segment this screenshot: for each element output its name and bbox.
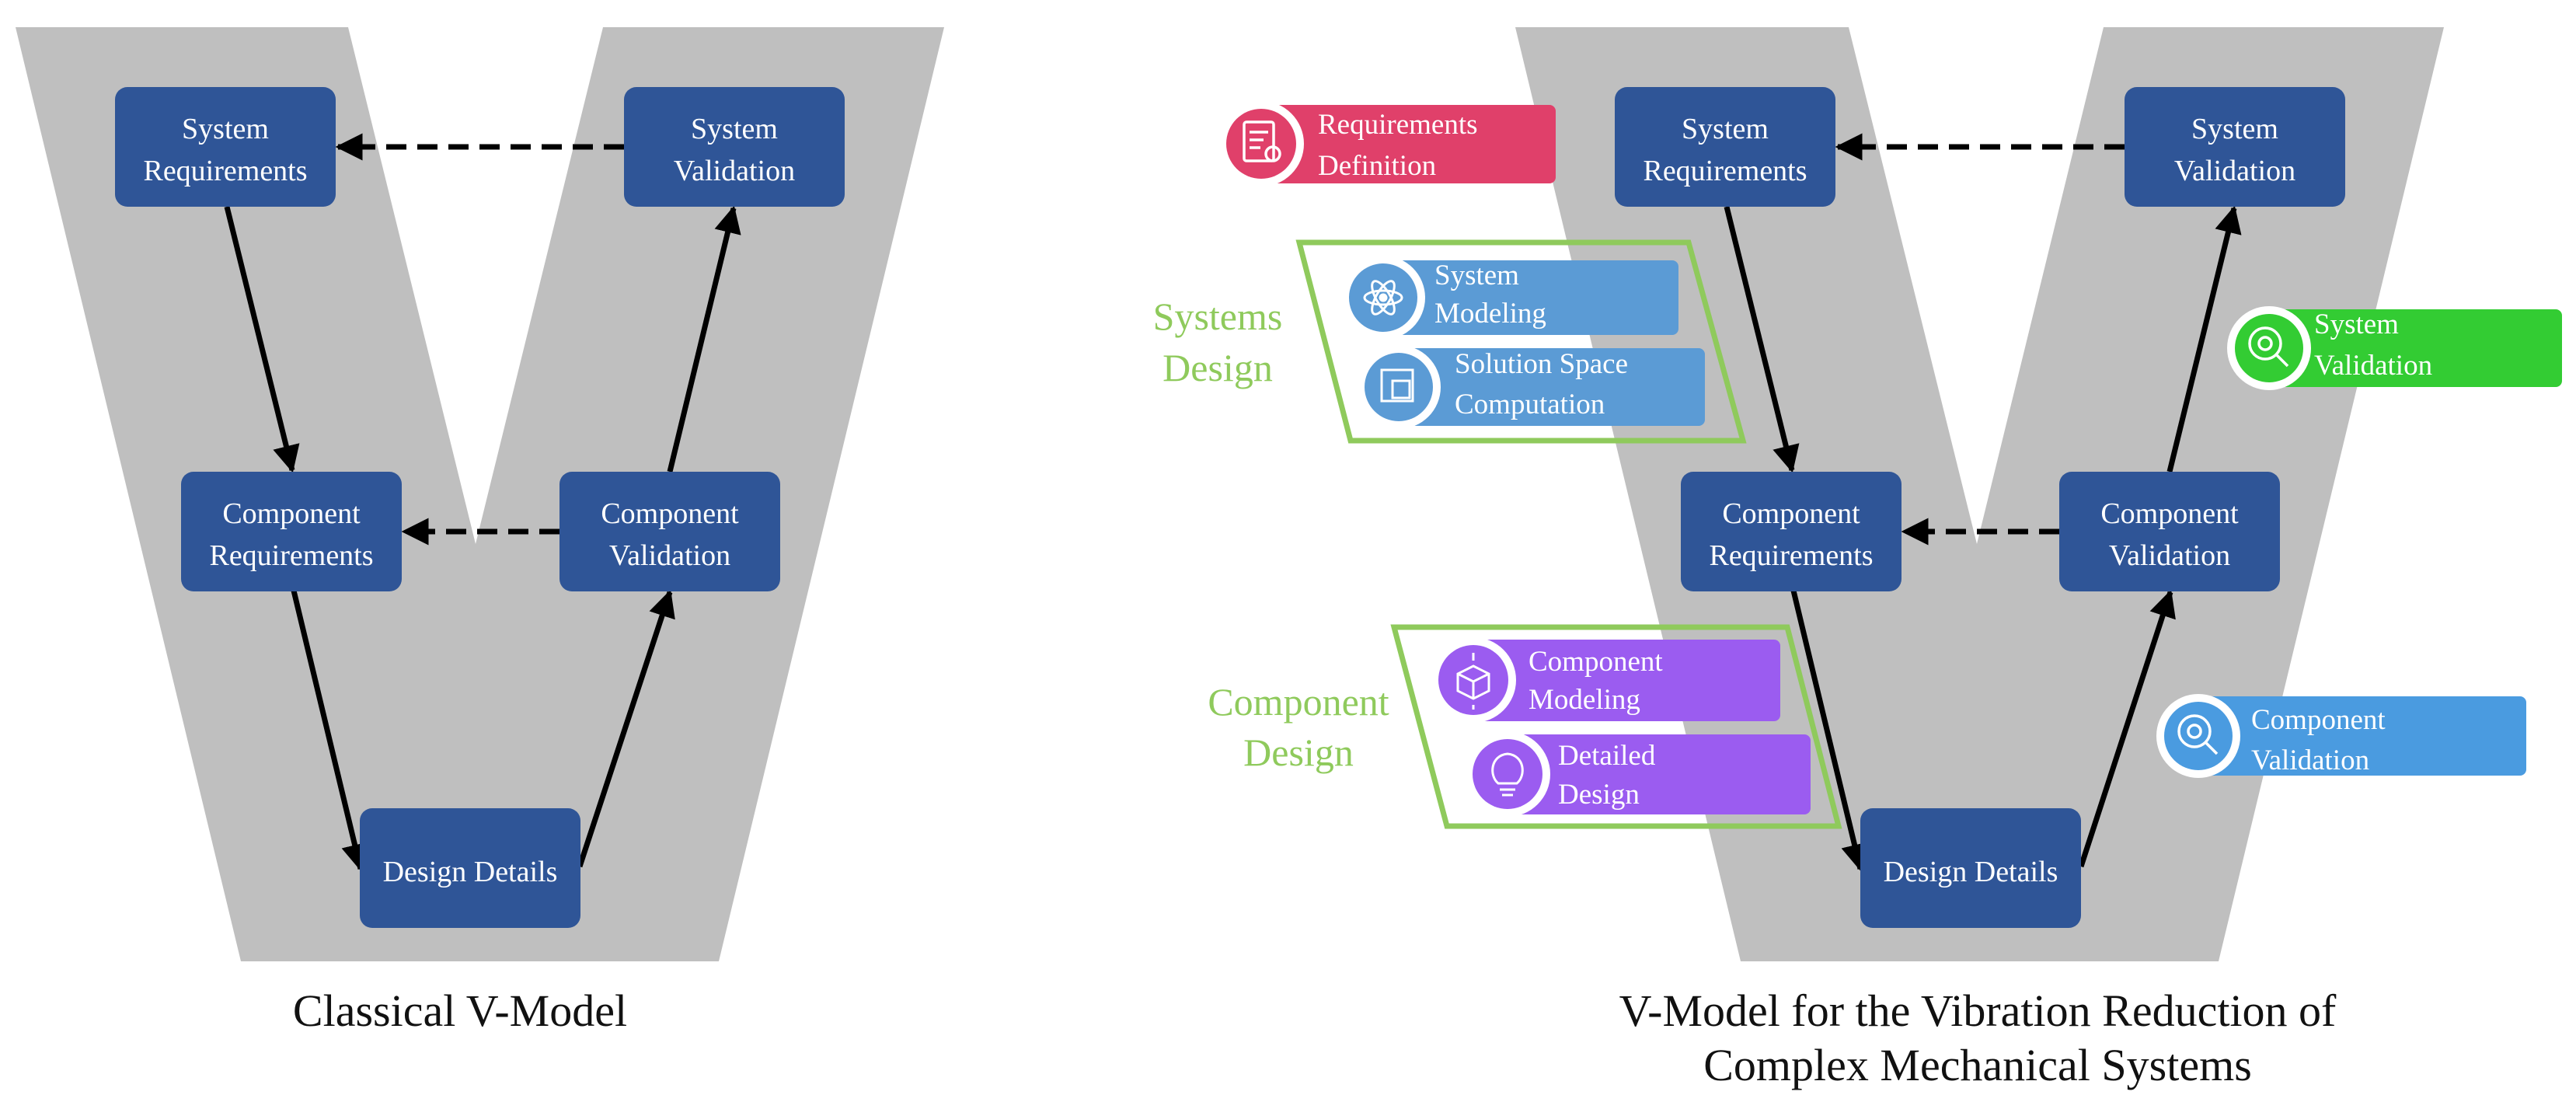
left-node-system-validation: System Validation — [624, 87, 845, 207]
tag-detailed-design: Detailed Design — [1465, 731, 1811, 817]
left-node-component-validation: Component Validation — [559, 472, 780, 591]
document-certificate-icon — [1243, 120, 1281, 162]
svg-text:Detailed: Detailed — [1558, 740, 1656, 772]
left-arrow-design-to-compval — [577, 589, 675, 868]
systems-design-group-frame — [1295, 239, 1747, 444]
atom-icon — [1363, 280, 1403, 316]
tag-system-modeling: System Modeling — [1341, 256, 1678, 340]
right-node-system-validation: System Validation — [2125, 87, 2345, 207]
tag-component-validation: Component Validation — [2156, 694, 2526, 778]
svg-text:System: System — [1434, 260, 1519, 291]
svg-text:Requirements: Requirements — [1318, 109, 1478, 141]
right-node-component-validation: Component Validation — [2059, 472, 2280, 591]
tag-component-modeling: Component Modeling — [1431, 637, 1780, 723]
svg-text:Component: Component — [222, 497, 361, 530]
lightbulb-icon — [1491, 752, 1524, 797]
gear-magnifier-icon — [2177, 714, 2219, 755]
svg-text:Definition: Definition — [1318, 150, 1436, 182]
right-v-model: System Requirements System Validation Co… — [1153, 27, 2562, 1090]
svg-text:System: System — [1682, 113, 1769, 145]
right-arrow-sysreq-to-compreq — [1724, 206, 1800, 473]
right-caption: V-Model for the Vibration Reduction of C… — [1619, 985, 2337, 1090]
svg-text:V-Model for the Vibration Redu: V-Model for the Vibration Reduction of — [1619, 985, 2337, 1036]
svg-text:Validation: Validation — [2174, 155, 2295, 187]
left-arrow-compreq-to-design — [291, 590, 368, 872]
svg-text:Validation: Validation — [609, 539, 730, 572]
svg-text:Validation: Validation — [2109, 539, 2230, 572]
svg-text:Validation: Validation — [2314, 350, 2432, 382]
svg-text:Computation: Computation — [1455, 389, 1605, 420]
svg-text:Requirements: Requirements — [209, 539, 373, 572]
systems-design-group-label: Systems Design — [1153, 295, 1283, 389]
svg-text:Complex Mechanical Systems: Complex Mechanical Systems — [1703, 1040, 2252, 1090]
svg-text:Validation: Validation — [674, 155, 795, 187]
svg-text:Design Details: Design Details — [1884, 856, 2058, 888]
gear-magnifier-icon — [2248, 326, 2289, 368]
left-node-component-requirements: Component Requirements — [181, 472, 402, 591]
svg-text:Systems: Systems — [1153, 295, 1283, 338]
svg-text:System: System — [2314, 309, 2399, 340]
svg-text:System: System — [691, 113, 778, 145]
svg-text:System: System — [2191, 113, 2278, 145]
left-v-model: System Requirements System Validation Co… — [16, 27, 944, 1036]
svg-text:Design: Design — [1243, 731, 1354, 774]
right-arrow-compval-to-sysval — [2166, 205, 2242, 473]
svg-text:Component: Component — [1208, 680, 1389, 724]
tag-solution-space-computation: Solution Space Computation — [1357, 345, 1705, 429]
right-node-component-requirements: Component Requirements — [1681, 472, 1901, 591]
svg-text:Design: Design — [1163, 346, 1273, 389]
svg-text:System: System — [182, 113, 269, 145]
svg-text:Design: Design — [1558, 779, 1640, 811]
svg-text:Requirements: Requirements — [1643, 155, 1807, 187]
svg-text:Modeling: Modeling — [1529, 684, 1640, 716]
cube-arrows-icon — [1456, 653, 1490, 710]
right-node-design-details: Design Details — [1860, 808, 2081, 928]
svg-text:Component: Component — [1722, 497, 1860, 530]
right-arrow-design-to-compval — [2078, 589, 2176, 868]
right-node-system-requirements: System Requirements — [1615, 87, 1835, 207]
svg-text:Design Details: Design Details — [383, 856, 558, 888]
svg-text:Requirements: Requirements — [1709, 539, 1873, 572]
tag-system-validation: System Validation — [2227, 306, 2562, 390]
left-node-system-requirements: System Requirements — [115, 87, 336, 207]
svg-text:Validation: Validation — [2251, 745, 2369, 776]
svg-text:Component: Component — [2251, 704, 2386, 736]
svg-text:Component: Component — [601, 497, 739, 530]
nested-squares-icon — [1380, 368, 1414, 403]
left-arrow-compval-to-sysval — [667, 205, 741, 473]
left-caption: Classical V-Model — [293, 985, 627, 1036]
component-design-group-label: Component Design — [1208, 680, 1389, 774]
right-arrow-compreq-to-design — [1790, 590, 1868, 872]
left-v-shape — [16, 27, 944, 961]
left-arrow-sysreq-to-compreq — [224, 206, 300, 473]
svg-text:Component: Component — [2100, 497, 2239, 530]
tag-requirements-definition: Requirements Definition — [1218, 101, 1556, 187]
svg-text:Modeling: Modeling — [1434, 298, 1546, 330]
svg-text:Solution Space: Solution Space — [1455, 348, 1628, 380]
left-node-design-details: Design Details — [360, 808, 580, 928]
component-design-group-frame — [1390, 624, 1842, 829]
svg-text:Requirements: Requirements — [143, 155, 307, 187]
svg-text:Component: Component — [1529, 646, 1663, 678]
